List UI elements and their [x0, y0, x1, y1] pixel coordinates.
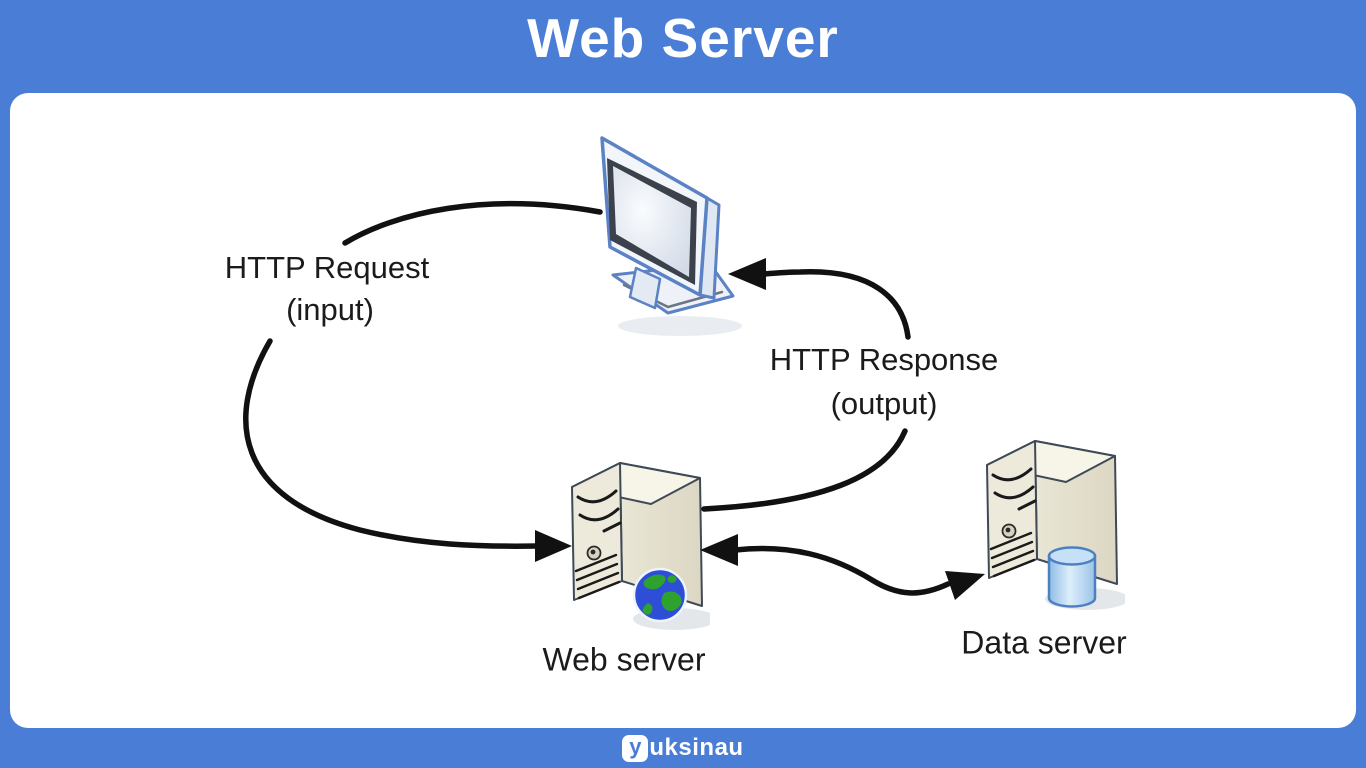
- brand-badge-icon: y: [622, 734, 649, 762]
- page-title: Web Server: [527, 7, 839, 69]
- http-response-sublabel: (output): [830, 386, 938, 421]
- brand-logo: y uksinau: [622, 734, 743, 762]
- monitor-neck: [628, 266, 662, 310]
- client-monitor-icon: [600, 136, 742, 336]
- bottom-vents: [574, 553, 621, 600]
- data-server-label: Data server: [961, 624, 1127, 661]
- web-server-label: Web server: [542, 641, 706, 678]
- vent-slot: [993, 485, 1035, 500]
- footer-bar: y uksinau: [0, 728, 1366, 768]
- bottom-vents: [989, 531, 1036, 578]
- brand-text: uksinau: [649, 734, 744, 761]
- http-response-label: HTTP Response: [769, 342, 999, 377]
- vent-slot: [578, 507, 620, 522]
- vent-slot: [576, 489, 618, 504]
- globe-icon: [632, 567, 688, 623]
- database-cylinder-icon: [1047, 546, 1097, 608]
- monitor-screen: [613, 166, 691, 277]
- http-request-label: HTTP Request: [224, 250, 430, 285]
- data-server-icon: [986, 440, 1125, 610]
- web-server-icon: [571, 462, 710, 630]
- monitor-shadow: [618, 316, 742, 336]
- http-request-sublabel: (input): [286, 292, 374, 327]
- vent-slot: [991, 467, 1033, 482]
